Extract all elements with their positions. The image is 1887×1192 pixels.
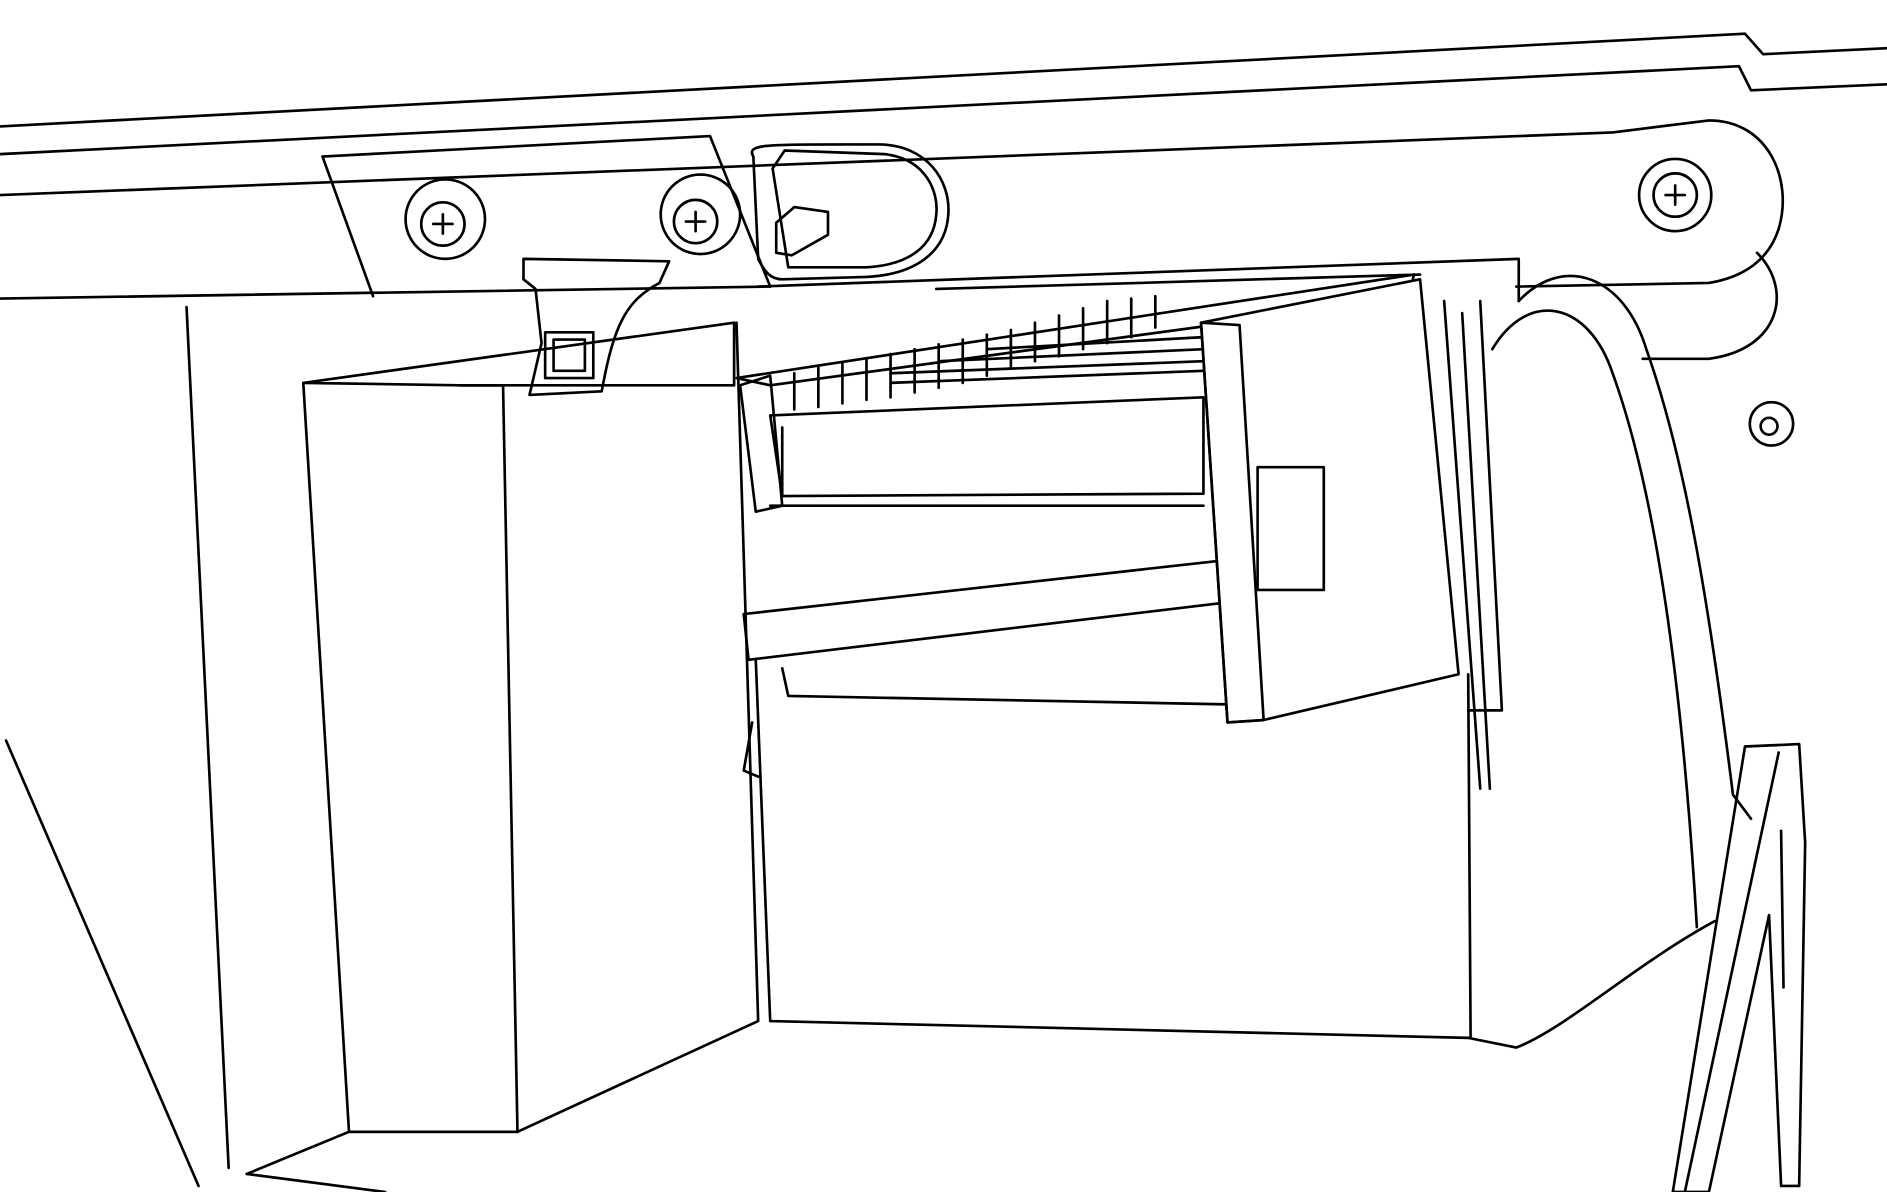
screw-icon bbox=[1637, 157, 1713, 233]
filter-fins bbox=[792, 294, 1205, 411]
left-housing bbox=[4, 305, 760, 1192]
screw-icon bbox=[659, 173, 742, 256]
screw-icon bbox=[404, 178, 487, 261]
latch-clip bbox=[522, 257, 671, 397]
duct-assembly bbox=[735, 257, 1521, 1040]
bolt-icon bbox=[1748, 400, 1795, 447]
top-rail bbox=[0, 32, 1887, 300]
right-wall bbox=[1466, 274, 1807, 1192]
mounting-plate bbox=[321, 134, 950, 298]
right-bracket bbox=[1515, 119, 1795, 447]
